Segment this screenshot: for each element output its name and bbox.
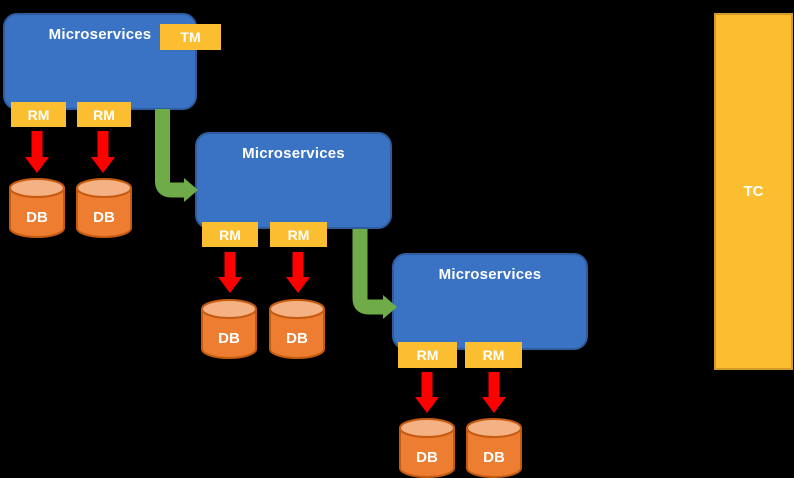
db-top	[9, 178, 65, 198]
rm-chip-3b: RM	[465, 342, 522, 368]
green-elbow-arrow-2	[352, 229, 384, 315]
tc-box: TC	[714, 13, 793, 370]
red-arrow	[286, 252, 310, 293]
db-label: DB	[483, 449, 505, 466]
microservice-1-title: Microservices	[48, 26, 152, 43]
db-label: DB	[218, 330, 240, 347]
tm-label: TM	[180, 29, 201, 45]
rm-chip-2b: RM	[270, 222, 327, 247]
red-arrow	[25, 131, 49, 173]
tc-label: TC	[743, 183, 764, 200]
db-cylinder: DB	[269, 299, 325, 359]
microservice-box-3: Microservices	[392, 253, 588, 350]
db-body	[269, 309, 325, 359]
db-top	[201, 299, 257, 319]
red-arrow	[482, 372, 506, 413]
rm-chip-2a: RM	[202, 222, 258, 247]
rm-chip-3a: RM	[398, 342, 457, 368]
red-arrow	[218, 252, 242, 293]
db-cylinder: DB	[466, 418, 522, 478]
rm-label: RM	[219, 226, 241, 243]
rm-label: RM	[287, 226, 310, 243]
rm-chip-1a: RM	[11, 102, 66, 127]
rm-label: RM	[27, 106, 50, 123]
db-label: DB	[93, 209, 115, 226]
db-body	[201, 309, 257, 359]
db-top	[76, 178, 132, 198]
rm-label: RM	[416, 347, 439, 363]
db-body	[9, 188, 65, 238]
db-body	[466, 428, 522, 478]
db-cylinder: DB	[76, 178, 132, 238]
red-arrow	[415, 372, 439, 413]
red-arrow	[91, 131, 115, 173]
microservice-box-2: Microservices	[195, 132, 392, 229]
db-top	[269, 299, 325, 319]
rm-label: RM	[93, 106, 115, 123]
db-cylinder: DB	[9, 178, 65, 238]
rm-chip-1b: RM	[77, 102, 131, 127]
db-label: DB	[286, 330, 308, 347]
green-elbow-arrow-1	[155, 109, 185, 198]
microservice-3-title: Microservices	[438, 266, 542, 283]
db-cylinder: DB	[399, 418, 455, 478]
db-body	[399, 428, 455, 478]
db-cylinder: DB	[201, 299, 257, 359]
microservice-2-title: Microservices	[242, 145, 345, 162]
db-top	[399, 418, 455, 438]
db-top	[466, 418, 522, 438]
tm-chip: TM	[160, 24, 221, 50]
db-label: DB	[26, 209, 48, 226]
rm-label: RM	[482, 347, 505, 363]
db-body	[76, 188, 132, 238]
db-label: DB	[416, 449, 438, 466]
